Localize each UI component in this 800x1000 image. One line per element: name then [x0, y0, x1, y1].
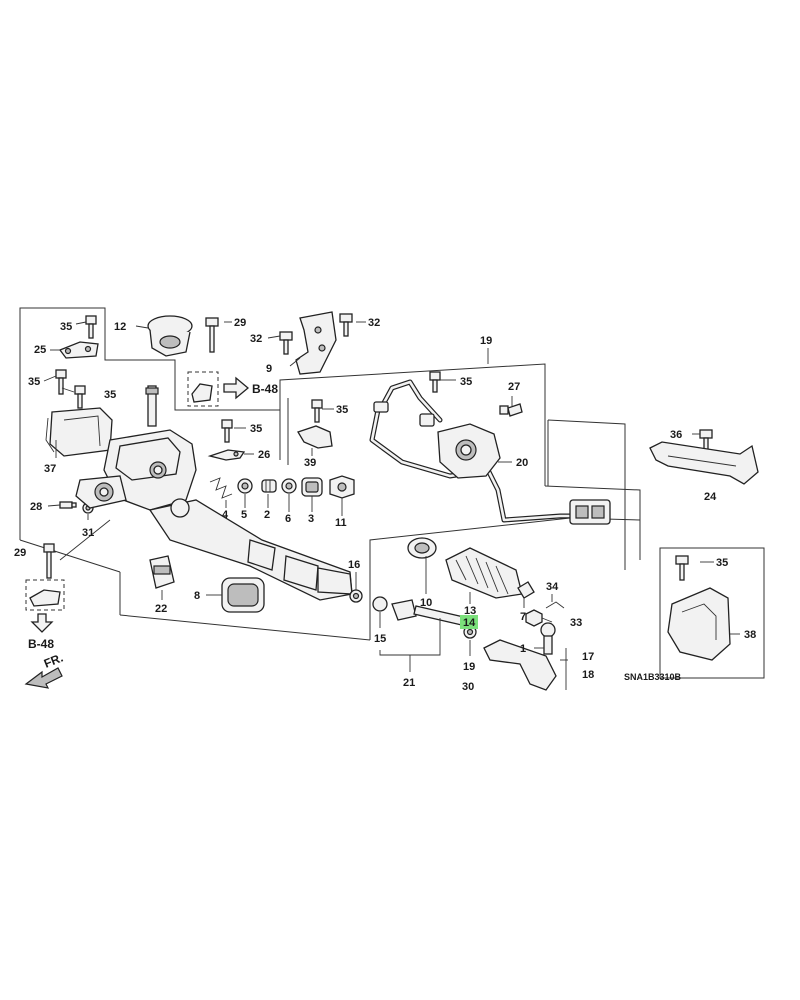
callout-25: 25 — [34, 344, 46, 356]
mount-22 — [149, 555, 175, 589]
callout-30: 30 — [462, 681, 474, 693]
bracket-9 — [295, 311, 337, 375]
callout-7: 7 — [520, 611, 526, 623]
callout-37: 37 — [44, 463, 56, 475]
ref-b48-bottom: B-48 — [28, 637, 54, 651]
bolt-28 — [59, 501, 77, 509]
bolt-35-harness — [429, 371, 441, 393]
clamp-10 — [407, 537, 437, 559]
callout-39: 39 — [304, 457, 316, 469]
callout-11: 11 — [335, 517, 347, 529]
bolt-27 — [499, 403, 523, 417]
part-14-highlight — [460, 615, 478, 629]
callout-31: 31 — [82, 527, 94, 539]
callout-26: 26 — [258, 449, 270, 461]
gearbox-housing — [75, 385, 197, 511]
callout-27: 27 — [508, 381, 520, 393]
callout-10: 10 — [420, 597, 432, 609]
callout-35: 35 — [28, 376, 40, 388]
clip-26 — [207, 449, 246, 461]
callout-8: 8 — [194, 590, 200, 602]
callout-34: 34 — [546, 581, 559, 593]
clip-34 — [545, 601, 565, 609]
bolt-35-upper — [311, 399, 323, 423]
callout-15: 15 — [374, 633, 386, 645]
bushing-8 — [221, 577, 265, 613]
callout-28: 28 — [30, 501, 42, 513]
bolt-35-top-left — [85, 315, 97, 339]
callout-9: 9 — [266, 363, 272, 375]
bolt-29-lower-left — [43, 543, 55, 579]
steering-rack-tube — [148, 498, 353, 601]
clip-7 — [517, 581, 535, 599]
bolt-35-left-b — [74, 385, 86, 409]
front-label: FR. — [42, 651, 65, 671]
bracket-lower-left — [25, 579, 65, 611]
callout-36: 36 — [670, 429, 682, 441]
bolt-29-top — [205, 317, 219, 353]
callout-32: 32 — [368, 317, 380, 329]
nut-11 — [329, 475, 355, 499]
bolt-35-left-a — [55, 369, 67, 395]
callout-29: 29 — [14, 547, 26, 559]
cap-3 — [301, 477, 323, 497]
callout-21: 21 — [403, 677, 415, 689]
boot-13 — [445, 547, 523, 599]
bolt-35-right-box — [675, 555, 689, 581]
clamp-39 — [297, 425, 333, 449]
ref-b48-top: B-48 — [252, 382, 278, 396]
callout-33: 33 — [570, 617, 582, 629]
callout-16: 16 — [348, 559, 360, 571]
bolt-32-right — [339, 313, 353, 337]
spring-2 — [261, 479, 277, 493]
callout-19: 19 — [463, 661, 475, 673]
callout-35: 35 — [104, 389, 116, 401]
callout-38: 38 — [744, 629, 756, 641]
grommet-12 — [147, 315, 193, 357]
callout-35: 35 — [460, 376, 472, 388]
clamp-b48-top — [187, 371, 219, 407]
bracket-24 — [649, 441, 759, 485]
front-direction-arrow — [24, 667, 63, 689]
nut-33 — [525, 609, 543, 627]
tie-rod-end-17 — [483, 622, 557, 691]
callout-20: 20 — [516, 457, 528, 469]
callout-6: 6 — [285, 513, 291, 525]
callout-19: 19 — [480, 335, 492, 347]
callout-35: 35 — [716, 557, 728, 569]
callout-13: 13 — [464, 605, 476, 617]
bracket-25 — [58, 341, 99, 359]
callout-5: 5 — [241, 509, 247, 521]
callout-35: 35 — [336, 404, 348, 416]
callout-32: 32 — [250, 333, 262, 345]
callout-18: 18 — [582, 669, 594, 681]
bolt-35-center — [221, 419, 233, 443]
callout-4: 4 — [222, 509, 229, 521]
leader-lines — [43, 321, 740, 690]
assembly-frame-lines — [19, 307, 765, 679]
ring-5 — [237, 478, 253, 494]
callout-14: 14 — [463, 617, 476, 629]
callout-24: 24 — [704, 491, 717, 503]
callout-29: 29 — [234, 317, 246, 329]
callout-2: 2 — [264, 509, 270, 521]
callout-1: 1 — [520, 643, 526, 655]
spring-4 — [209, 477, 233, 499]
callout-35: 35 — [60, 321, 72, 333]
callout-labels: 35 25 35 35 37 28 31 12 29 32 32 9 35 35… — [14, 317, 756, 693]
callout-3: 3 — [308, 513, 314, 525]
diagram-code: SNA1B3310B — [624, 672, 682, 682]
b48-arrow-bottom — [30, 613, 54, 633]
bolt-32-left — [279, 331, 293, 355]
bracket-38 — [667, 587, 731, 661]
callout-35: 35 — [250, 423, 262, 435]
callout-22: 22 — [155, 603, 167, 615]
callout-12: 12 — [114, 321, 126, 333]
callout-17: 17 — [582, 651, 594, 663]
b48-arrow-top — [223, 376, 250, 400]
wire-harness-20 — [369, 379, 611, 525]
plug-6 — [281, 478, 297, 494]
washer-16 — [349, 589, 363, 603]
